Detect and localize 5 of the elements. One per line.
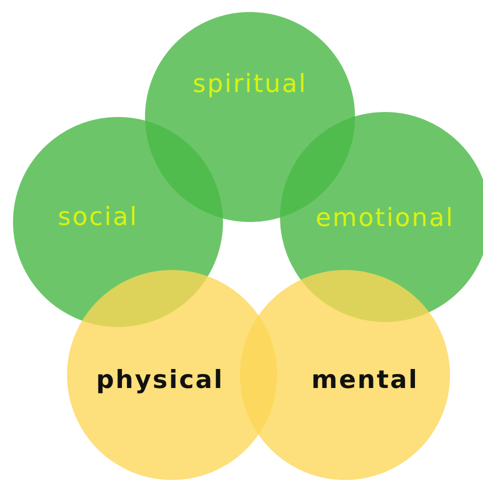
circle-label: social bbox=[58, 202, 138, 230]
circle-label: physical bbox=[96, 364, 224, 394]
circle-label: mental bbox=[311, 364, 419, 394]
circle-label: emotional bbox=[316, 202, 454, 232]
circle-label: spiritual bbox=[192, 68, 308, 98]
